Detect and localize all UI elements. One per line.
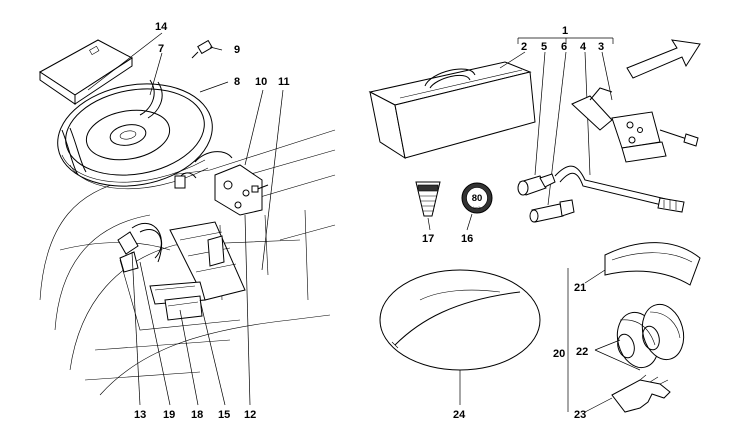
speed-sign-unit: km/h (473, 206, 481, 210)
callout-8: 8 (234, 76, 240, 88)
wheel-wrench-4 (554, 165, 685, 213)
adaptor-6 (529, 199, 575, 223)
callout-22: 22 (576, 346, 588, 358)
right-leaders (427, 213, 473, 405)
toolbag-holder (169, 221, 246, 301)
callout-17: 17 (422, 233, 434, 245)
callout-9: 9 (234, 44, 240, 56)
callout-14: 14 (155, 21, 168, 33)
strap-19 (117, 222, 163, 273)
callout-18: 18 (191, 409, 203, 421)
socket-5 (517, 173, 556, 196)
callout-20: 20 (553, 348, 565, 360)
screw-11 (251, 184, 269, 193)
direction-arrow (626, 39, 701, 79)
spare-wheel-cover-24 (379, 269, 541, 371)
clamp-18 (149, 281, 206, 321)
callout-5: 5 (541, 41, 547, 53)
callout-12: 12 (244, 409, 256, 421)
cloth-21 (604, 242, 701, 286)
callout-15: 15 (218, 409, 230, 421)
callout-2: 2 (521, 41, 527, 53)
callout-19: 19 (163, 409, 175, 421)
speed-sign-16 (461, 182, 493, 214)
covers-22 (616, 303, 685, 369)
gloves-23 (611, 374, 671, 413)
wheel-cover-plate (39, 39, 133, 105)
callout-24: 24 (453, 409, 466, 421)
strap-left (61, 79, 163, 176)
group-bar-20 (567, 268, 641, 413)
warning-triangle-17 (415, 181, 441, 217)
callout-23: 23 (574, 409, 586, 421)
callout-1: 1 (562, 25, 568, 37)
callout-21: 21 (574, 282, 586, 294)
callout-3: 3 (598, 41, 604, 53)
tool-bag-2 (368, 61, 536, 160)
jack-bracket-10 (174, 151, 263, 216)
callout-13: 13 (134, 409, 146, 421)
callout-7: 7 (158, 43, 164, 55)
callout-4: 4 (580, 41, 587, 53)
callout-16: 16 (461, 233, 473, 245)
bolt-9 (191, 39, 213, 59)
speed-sign-value: 80 (472, 193, 483, 204)
car-jack-3 (571, 87, 699, 163)
callout-11: 11 (278, 76, 290, 88)
left-callouts (87, 32, 284, 406)
callout-10: 10 (255, 76, 267, 88)
callout-6: 6 (561, 41, 567, 53)
